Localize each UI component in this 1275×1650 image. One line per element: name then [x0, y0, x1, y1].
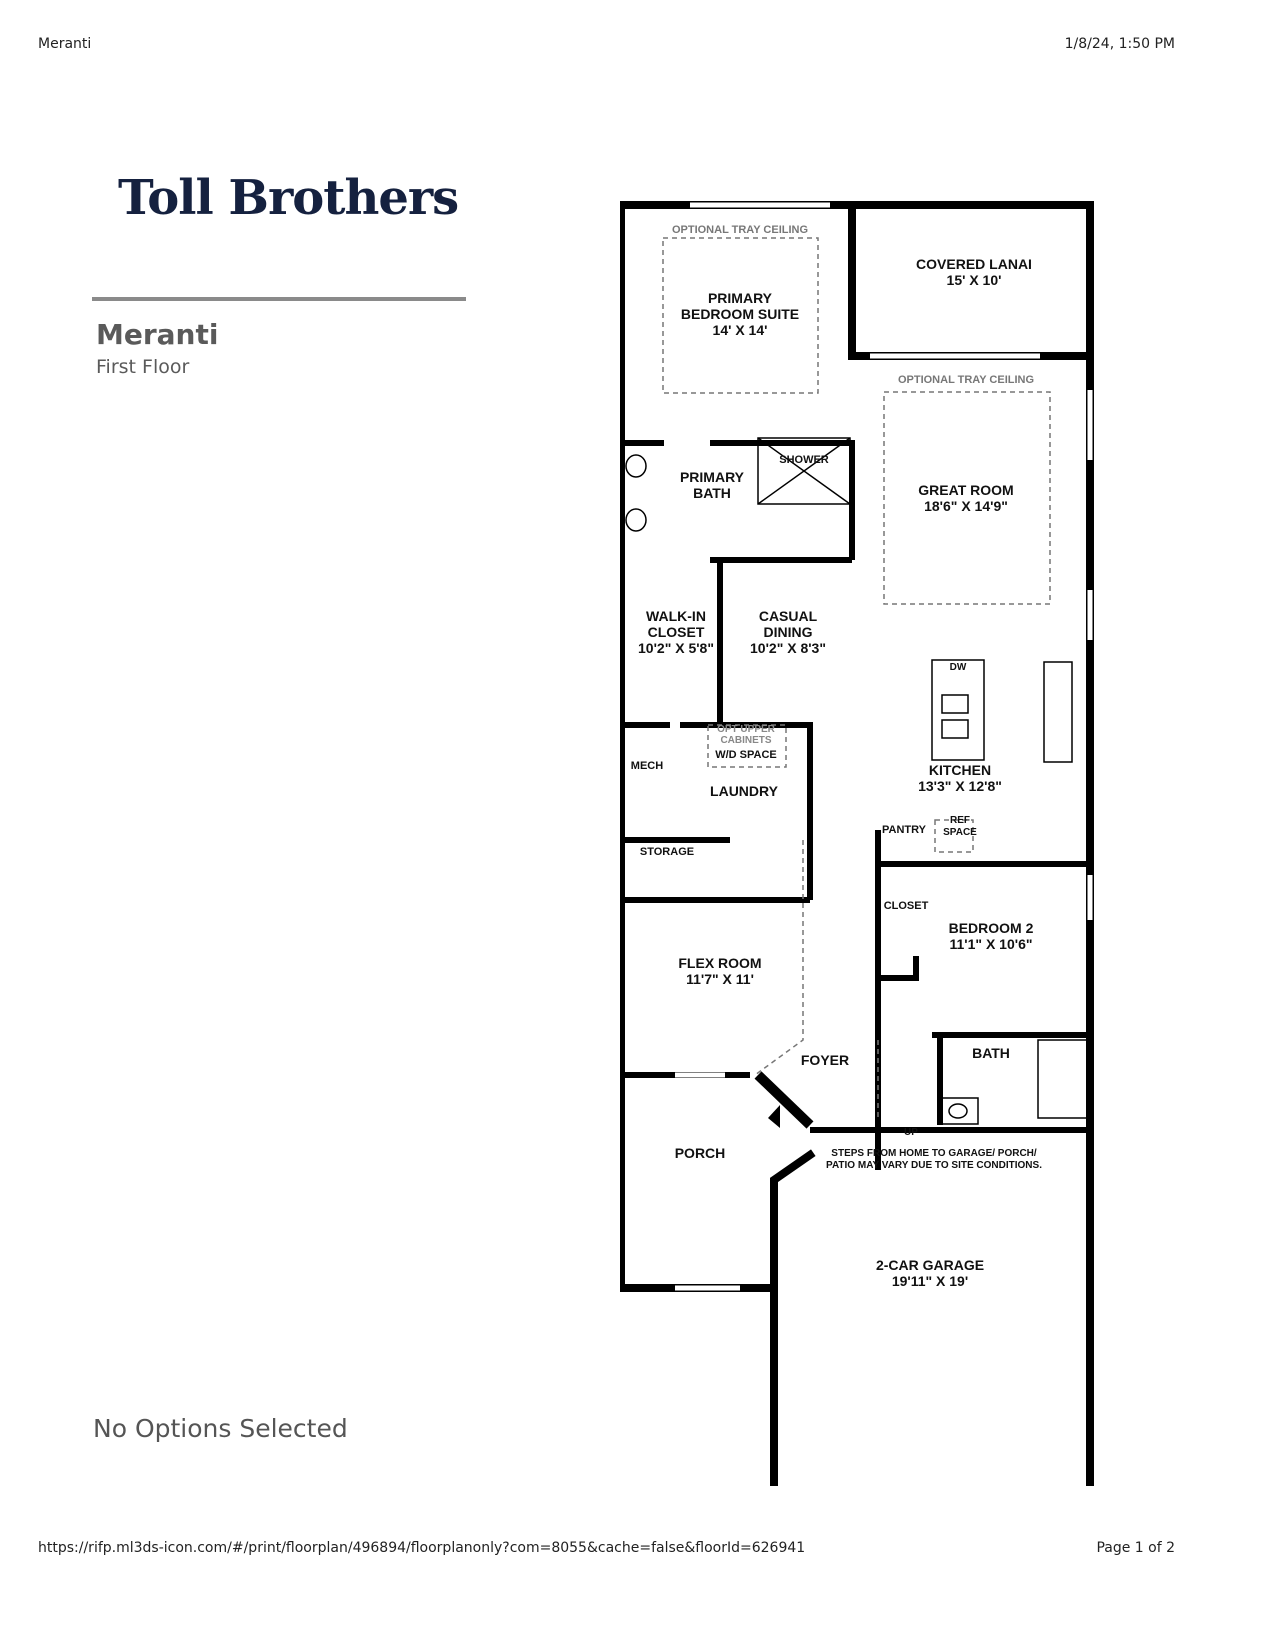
ref-space-label-2: SPACE: [943, 827, 977, 838]
page-header-title: Meranti: [38, 36, 92, 52]
tray-ceiling-label: OPTIONAL TRAY CEILING: [672, 224, 808, 236]
kitchen-size: 13'3" X 12'8": [918, 778, 1002, 794]
lanai-size: 15' X 10': [947, 272, 1002, 288]
plan-name: Meranti: [96, 318, 219, 351]
steps-note-2: PATIO MAY VARY DUE TO SITE CONDITIONS.: [826, 1160, 1042, 1171]
footer-page-number: Page 1 of 2: [1096, 1540, 1175, 1556]
lanai-name: COVERED LANAI: [916, 256, 1032, 272]
great-room-size: 18'6" X 14'9": [924, 498, 1008, 514]
primary-suite-name: PRIMARY: [708, 290, 773, 306]
laundry-label: LAUNDRY: [710, 783, 779, 799]
footer-url[interactable]: https://rifp.ml3ds-icon.com/#/print/floo…: [38, 1540, 806, 1556]
bath-label: BATH: [972, 1045, 1010, 1061]
ref-space-label: REF: [950, 815, 970, 826]
up-label: UP: [904, 1127, 918, 1138]
bedroom2-name: BEDROOM 2: [949, 920, 1034, 936]
wd-space-label: W/D SPACE: [715, 749, 777, 761]
garage-size: 19'11" X 19': [892, 1273, 968, 1289]
dishwasher-label: DW: [950, 662, 967, 673]
casual-dining-name-2: DINING: [764, 624, 813, 640]
tray-ceiling-label-2: OPTIONAL TRAY CEILING: [898, 374, 1034, 386]
walkin-closet-size: 10'2" X 5'8": [638, 640, 714, 656]
plan-floor: First Floor: [96, 356, 190, 378]
bedroom2-size: 11'1" X 10'6": [950, 936, 1033, 952]
toll-brothers-logo: Toll Brothers: [118, 170, 459, 226]
porch-label: PORCH: [675, 1145, 726, 1161]
primary-bath-name-2: BATH: [693, 485, 731, 501]
divider: [92, 297, 466, 301]
walkin-closet-name: WALK-IN: [646, 608, 706, 624]
pantry-label: PANTRY: [882, 824, 927, 836]
page-header-datetime: 1/8/24, 1:50 PM: [1064, 36, 1175, 52]
shower-label: SHOWER: [779, 454, 829, 466]
casual-dining-name: CASUAL: [759, 608, 818, 624]
steps-note: STEPS FROM HOME TO GARAGE/ PORCH/: [831, 1148, 1037, 1159]
closet-label: CLOSET: [884, 900, 929, 912]
flex-room-name: FLEX ROOM: [678, 955, 761, 971]
flex-room-size: 11'7" X 11': [686, 971, 754, 987]
primary-bath-name: PRIMARY: [680, 469, 745, 485]
primary-suite-name-2: BEDROOM SUITE: [681, 306, 799, 322]
primary-suite-size: 14' X 14': [713, 322, 768, 338]
great-room-name: GREAT ROOM: [918, 482, 1013, 498]
opt-upper-cabinets-label: OPT UPPER: [717, 724, 776, 735]
foyer-label: FOYER: [801, 1052, 849, 1068]
kitchen-name: KITCHEN: [929, 762, 991, 778]
walkin-closet-name-2: CLOSET: [648, 624, 705, 640]
storage-label: STORAGE: [640, 846, 694, 858]
floor-plan: OPTIONAL TRAY CEILING PRIMARY BEDROOM SU…: [620, 201, 1094, 1486]
mech-label: MECH: [631, 760, 663, 772]
garage-name: 2-CAR GARAGE: [876, 1257, 984, 1273]
casual-dining-size: 10'2" X 8'3": [750, 640, 826, 656]
opt-upper-cabinets-label-2: CABINETS: [720, 735, 771, 746]
options-status: No Options Selected: [93, 1414, 348, 1443]
